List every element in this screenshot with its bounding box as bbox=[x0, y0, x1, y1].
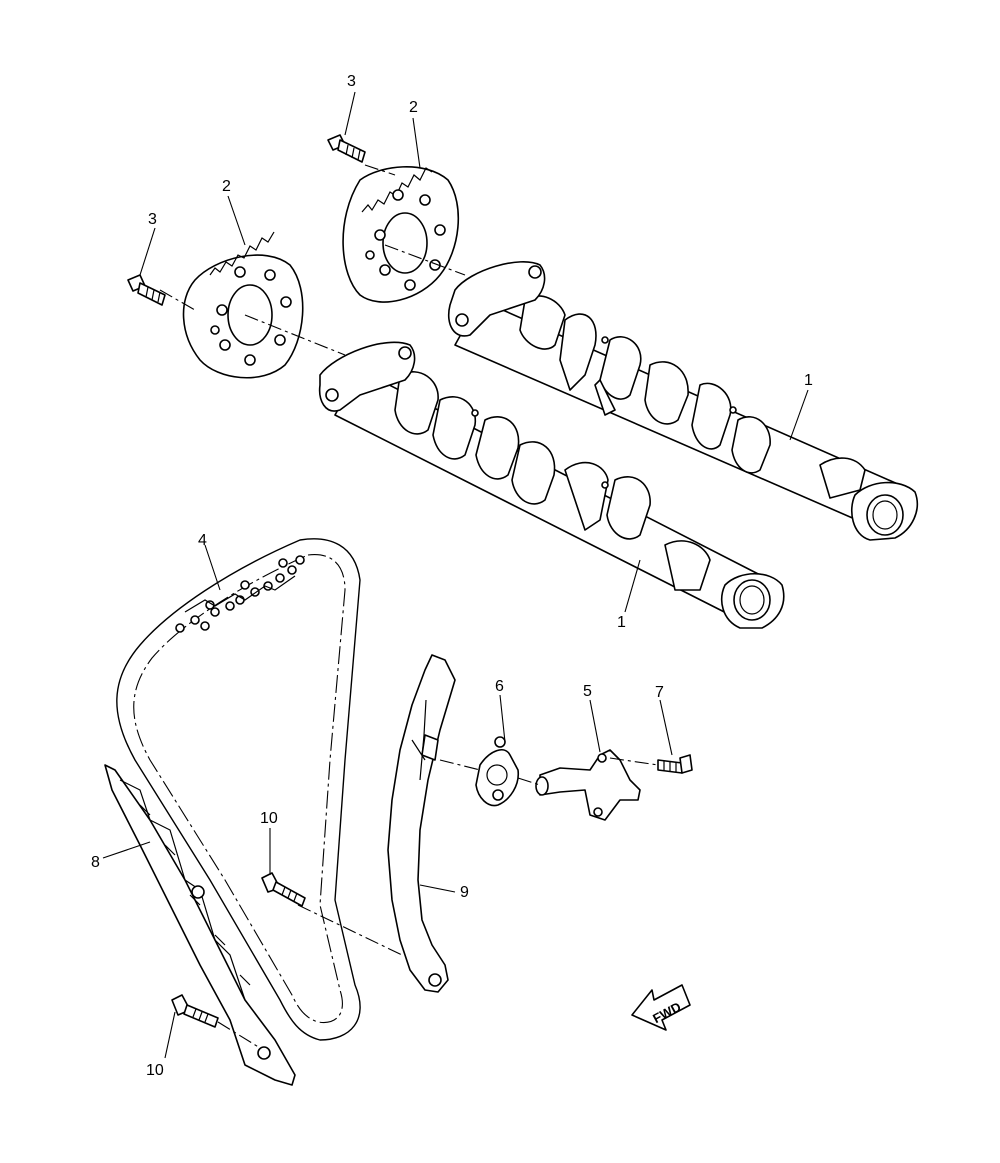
callout-3-upper: 3 bbox=[347, 73, 356, 90]
timing-chain bbox=[116, 538, 361, 1041]
tensioner-bolt-7 bbox=[657, 754, 693, 774]
camshaft-rear bbox=[448, 261, 919, 541]
callout-4: 4 bbox=[198, 532, 207, 549]
callout-7: 7 bbox=[655, 684, 664, 701]
guide-bolt-upper bbox=[261, 872, 306, 907]
callout-9: 9 bbox=[460, 884, 469, 901]
cam-sprocket-rear bbox=[342, 166, 460, 303]
sprocket-bolt-lower bbox=[127, 274, 166, 306]
chain-guide-8 bbox=[104, 764, 296, 1086]
gasket-6 bbox=[475, 736, 520, 807]
callout-3-lower: 3 bbox=[148, 211, 157, 228]
callout-6: 6 bbox=[495, 678, 504, 695]
callout-1-rear: 1 bbox=[804, 372, 813, 389]
guide-bolt-lower bbox=[171, 994, 219, 1028]
fwd-arrow-icon: FWD bbox=[631, 984, 691, 1031]
callout-2-upper: 2 bbox=[409, 99, 418, 116]
tensioner-guide-9 bbox=[387, 654, 456, 993]
cam-sprocket-front bbox=[182, 231, 304, 379]
chain-links-detail bbox=[175, 555, 305, 633]
callout-5: 5 bbox=[583, 683, 592, 700]
callout-10-upper: 10 bbox=[260, 810, 278, 827]
callout-8: 8 bbox=[91, 854, 100, 871]
tensioner-5 bbox=[535, 749, 641, 821]
callout-2-lower: 2 bbox=[222, 178, 231, 195]
sprocket-bolt-upper bbox=[327, 134, 366, 163]
leader-lines bbox=[102, 91, 809, 1059]
callout-10-lower: 10 bbox=[146, 1062, 164, 1079]
camshaft-front bbox=[318, 341, 785, 629]
callout-1-front: 1 bbox=[617, 614, 626, 631]
